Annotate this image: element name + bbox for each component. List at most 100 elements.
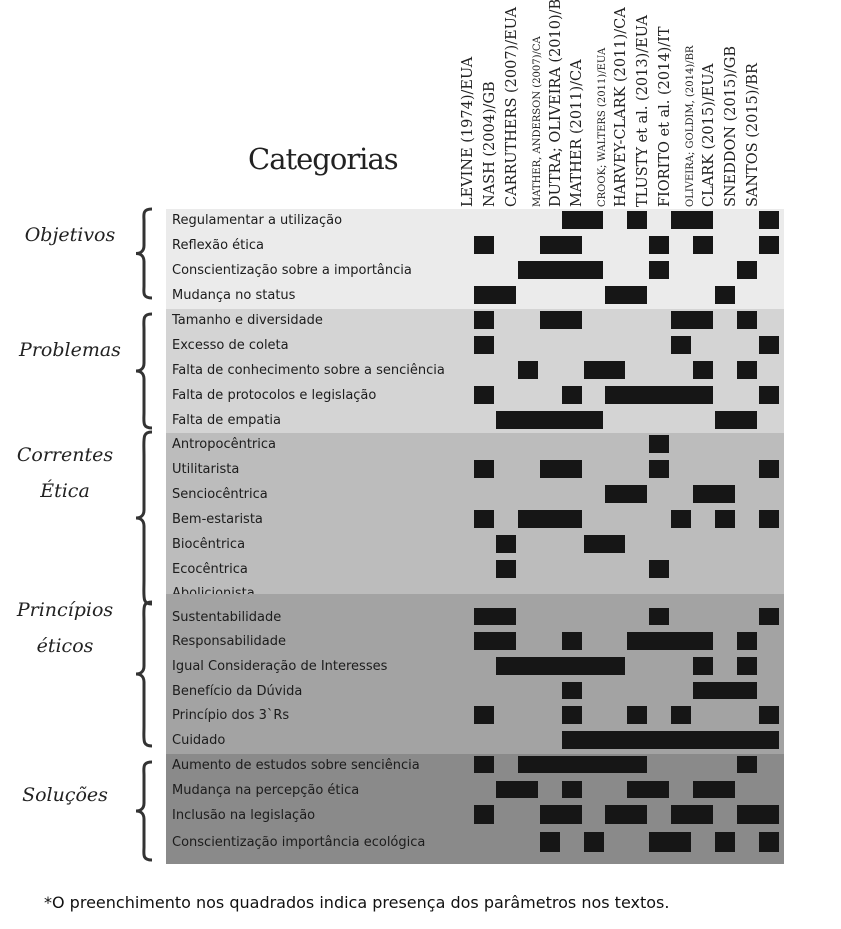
- presence-cell: [474, 286, 516, 304]
- presence-cell: [758, 386, 779, 404]
- group-brace: [135, 207, 153, 300]
- presence-cell: [758, 336, 779, 354]
- presence-cell: [561, 706, 582, 724]
- presence-cell: [714, 832, 735, 852]
- presence-cell: [714, 286, 735, 304]
- presence-cell: [671, 805, 713, 824]
- presence-cell: [671, 211, 713, 229]
- presence-cell: [474, 805, 494, 824]
- presence-cell: [474, 311, 494, 329]
- row-label: Conscientização importância ecológica: [172, 835, 426, 850]
- column-header-text: SNEDDON (2015)/GB: [722, 46, 739, 207]
- presence-cell: [474, 632, 516, 650]
- row-label: Excesso de coleta: [172, 338, 289, 353]
- row-label: Aumento de estudos sobre senciência: [172, 757, 420, 773]
- presence-cell: [561, 632, 582, 650]
- row-label: Reflexão ética: [172, 238, 264, 253]
- presence-cell: [539, 460, 582, 478]
- presence-cell: [758, 608, 779, 625]
- column-header-text: NASH (2004)/GB: [481, 81, 498, 207]
- presence-cell: [561, 211, 604, 229]
- group-label: Problemas: [15, 332, 125, 368]
- presence-cell: [474, 460, 494, 478]
- presence-cell: [627, 781, 670, 798]
- presence-cell: [627, 211, 648, 229]
- column-header-text: CROOK; WALTERS (2011)/EUA: [597, 47, 609, 207]
- presence-cell: [649, 460, 670, 478]
- presence-cell: [649, 435, 670, 453]
- presence-cell: [495, 411, 604, 429]
- group-label: Objetivos: [15, 217, 125, 253]
- presence-cell: [474, 756, 494, 773]
- column-header-text: TLUSTY et al. (2013)/EUA: [635, 15, 652, 207]
- row-label: Senciocêntrica: [172, 487, 268, 502]
- presence-cell: [561, 731, 779, 749]
- presence-cell: [627, 706, 648, 724]
- presence-cell: [649, 608, 670, 625]
- presence-cell: [627, 632, 713, 650]
- diagram-title: Categorias: [248, 142, 399, 176]
- presence-cell: [495, 535, 516, 553]
- presence-cell: [517, 510, 582, 528]
- row-label: Mudança na percepção ética: [172, 782, 360, 798]
- presence-cell: [539, 311, 582, 329]
- presence-cell: [671, 510, 692, 528]
- presence-cell: [605, 485, 648, 503]
- presence-cell: [605, 286, 648, 304]
- presence-cell: [758, 510, 779, 528]
- group-label-line: Ética: [40, 480, 90, 502]
- group-label-line: Correntes: [16, 444, 114, 466]
- presence-cell: [758, 460, 779, 478]
- presence-cell: [474, 236, 494, 254]
- group-brace: [135, 430, 153, 606]
- column-header-text: OLIVEIRA; GOLDIM, (2014)/BR: [684, 45, 696, 207]
- presence-cell: [649, 236, 670, 254]
- presence-cell: [474, 336, 494, 354]
- row-label: Princípio dos 3`Rs: [172, 708, 290, 723]
- presence-cell: [736, 805, 779, 824]
- group-brace: [135, 312, 153, 430]
- column-header-text: CARRUTHERS (2007)/EUA: [503, 7, 520, 207]
- presence-cell: [605, 805, 648, 824]
- presence-cell: [539, 236, 582, 254]
- group-label-line: Objetivos: [24, 224, 116, 246]
- presence-cell: [736, 657, 757, 675]
- group-label-line: éticos: [36, 635, 94, 657]
- presence-cell: [649, 261, 670, 279]
- row-label: Benefício da Dúvida: [172, 683, 303, 699]
- presence-cell: [561, 682, 582, 699]
- row-label: Antropocêntrica: [172, 437, 276, 452]
- row-label: Utilitarista: [172, 462, 240, 477]
- row-label: Falta de empatia: [172, 413, 281, 428]
- row-label: Bem-estarista: [172, 512, 263, 527]
- presence-cell: [517, 261, 604, 279]
- group-label-line: Problemas: [19, 339, 121, 361]
- presence-cell: [605, 386, 713, 404]
- presence-cell: [693, 781, 735, 798]
- group-brace: [135, 760, 153, 862]
- presence-cell: [474, 706, 494, 724]
- row-label: Inclusão na legislação: [172, 807, 316, 823]
- presence-cell: [517, 361, 538, 379]
- row-label: Regulamentar a utilização: [172, 213, 343, 228]
- row-label: Mudança no status: [172, 288, 296, 303]
- presence-cell: [583, 361, 626, 379]
- presence-cell: [539, 832, 560, 852]
- presence-cell: [758, 832, 779, 852]
- presence-cell: [671, 706, 692, 724]
- presence-cell: [714, 510, 735, 528]
- column-header-text: DUTRA; OLIVEIRA (2010)/BR: [547, 0, 564, 207]
- presence-cell: [474, 510, 494, 528]
- group-band: [166, 309, 784, 433]
- presence-cell: [474, 608, 516, 625]
- row-label: Falta de protocolos e legislação: [172, 388, 377, 403]
- presence-cell: [714, 411, 757, 429]
- row-label: Sustentabilidade: [172, 609, 282, 625]
- presence-cell: [671, 336, 692, 354]
- presence-cell: [758, 706, 779, 724]
- column-header-text: MATHER (2011)/CA: [569, 59, 586, 207]
- presence-cell: [539, 805, 582, 824]
- presence-cell: [649, 832, 692, 852]
